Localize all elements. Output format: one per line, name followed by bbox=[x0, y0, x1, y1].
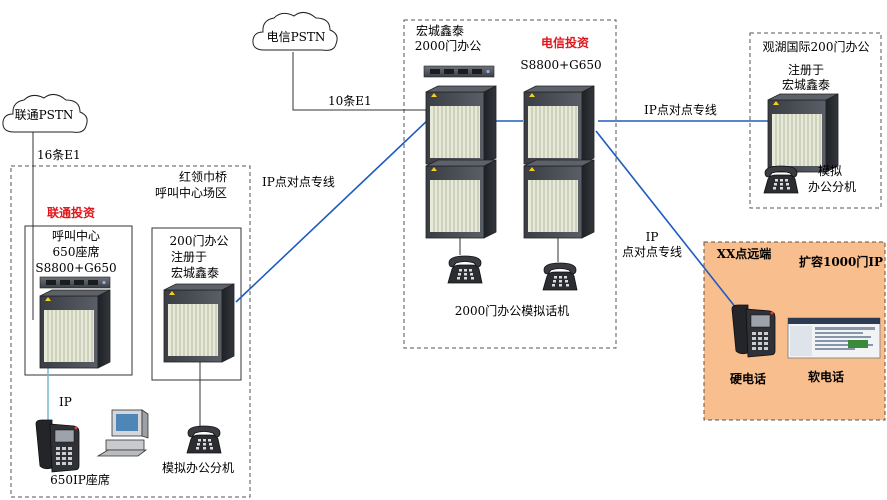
center-cabinet-4-icon bbox=[523, 159, 595, 239]
center-analog-phone-2-icon bbox=[542, 262, 578, 291]
callcenter-line3: S8800+G650 bbox=[35, 261, 117, 275]
callcenter-cabinet-icon bbox=[39, 289, 111, 369]
guanhu-analog-phone-icon bbox=[763, 165, 799, 194]
center-investor-label: 电信投资 bbox=[540, 36, 590, 50]
office200-analog-phone-icon bbox=[186, 425, 222, 454]
center-rack-server-icon bbox=[423, 65, 495, 78]
center-model-label: S8800+G650 bbox=[520, 58, 602, 72]
center-phones-label: 2000门办公模拟话机 bbox=[454, 304, 570, 318]
seat-ip-phone-icon bbox=[35, 419, 80, 473]
ip-p2p-left-label: IP点对点专线 bbox=[262, 175, 335, 189]
soft-phone-screen-icon bbox=[787, 317, 881, 359]
hongling-site-box bbox=[10, 165, 251, 498]
callcenter-line1: 呼叫中心 bbox=[51, 229, 101, 243]
ip-seat-link-label: IP bbox=[59, 395, 72, 409]
hongling-investor-label: 联通投资 bbox=[46, 206, 96, 220]
guanhu-cabinet-icon bbox=[767, 93, 839, 173]
e1-16-label: 16条E1 bbox=[37, 148, 81, 162]
hongling-title-line1: 红领巾桥 bbox=[178, 170, 228, 184]
center-s8800-cabinet-icon bbox=[425, 85, 497, 165]
desktop-computer-icon bbox=[96, 409, 149, 457]
office200-line1: 200门办公 bbox=[169, 234, 229, 248]
center-site-box bbox=[403, 19, 617, 349]
callcenter-rack-server-icon bbox=[39, 276, 111, 289]
center-cabinet-3-icon bbox=[425, 159, 497, 239]
seat-label: 650IP座席 bbox=[50, 473, 110, 487]
center-name-line2: 2000门办公 bbox=[414, 39, 482, 53]
unicom-pstn-label: 联通PSTN bbox=[14, 108, 74, 122]
hard-phone-label: 硬电话 bbox=[729, 372, 767, 386]
callcenter-inner-box bbox=[24, 225, 133, 376]
center-g650-cabinet-icon bbox=[523, 85, 595, 165]
office200-cabinet-icon bbox=[163, 283, 235, 363]
remote-hard-phone-icon bbox=[731, 304, 776, 358]
guanhu-phone-label-line2: 办公分机 bbox=[807, 180, 857, 194]
telecom-pstn-label: 电信PSTN bbox=[266, 30, 326, 44]
office200-line3: 宏城鑫泰 bbox=[170, 266, 220, 280]
analog-office-label: 模拟办公分机 bbox=[161, 461, 235, 475]
guanhu-site-box bbox=[749, 32, 882, 209]
office200-inner-box bbox=[151, 227, 242, 381]
ip-p2p-remote-ip-label: IP bbox=[645, 230, 659, 244]
remote-expansion-label: 扩容1000门IP bbox=[798, 255, 884, 269]
guanhu-title: 观湖国际200门办公 bbox=[762, 40, 870, 54]
e1-10-label: 10条E1 bbox=[328, 94, 372, 108]
guanhu-reg-line2: 宏城鑫泰 bbox=[781, 78, 831, 92]
ip-p2p-right-label: IP点对点专线 bbox=[644, 103, 717, 117]
ip-p2p-remote-line-label: 点对点专线 bbox=[621, 245, 683, 259]
office200-line2: 注册于 bbox=[170, 250, 208, 264]
remote-name-label: XX点远端 bbox=[716, 247, 772, 261]
hongling-title-line2: 呼叫中心场区 bbox=[154, 186, 228, 200]
guanhu-reg-line1: 注册于 bbox=[787, 63, 825, 77]
callcenter-line2: 650座席 bbox=[52, 245, 100, 259]
center-name-line1: 宏城鑫泰 bbox=[415, 24, 465, 38]
soft-phone-label: 软电话 bbox=[807, 370, 845, 384]
center-analog-phone-1-icon bbox=[447, 255, 483, 284]
guanhu-phone-label-line1: 模拟 bbox=[817, 164, 843, 178]
